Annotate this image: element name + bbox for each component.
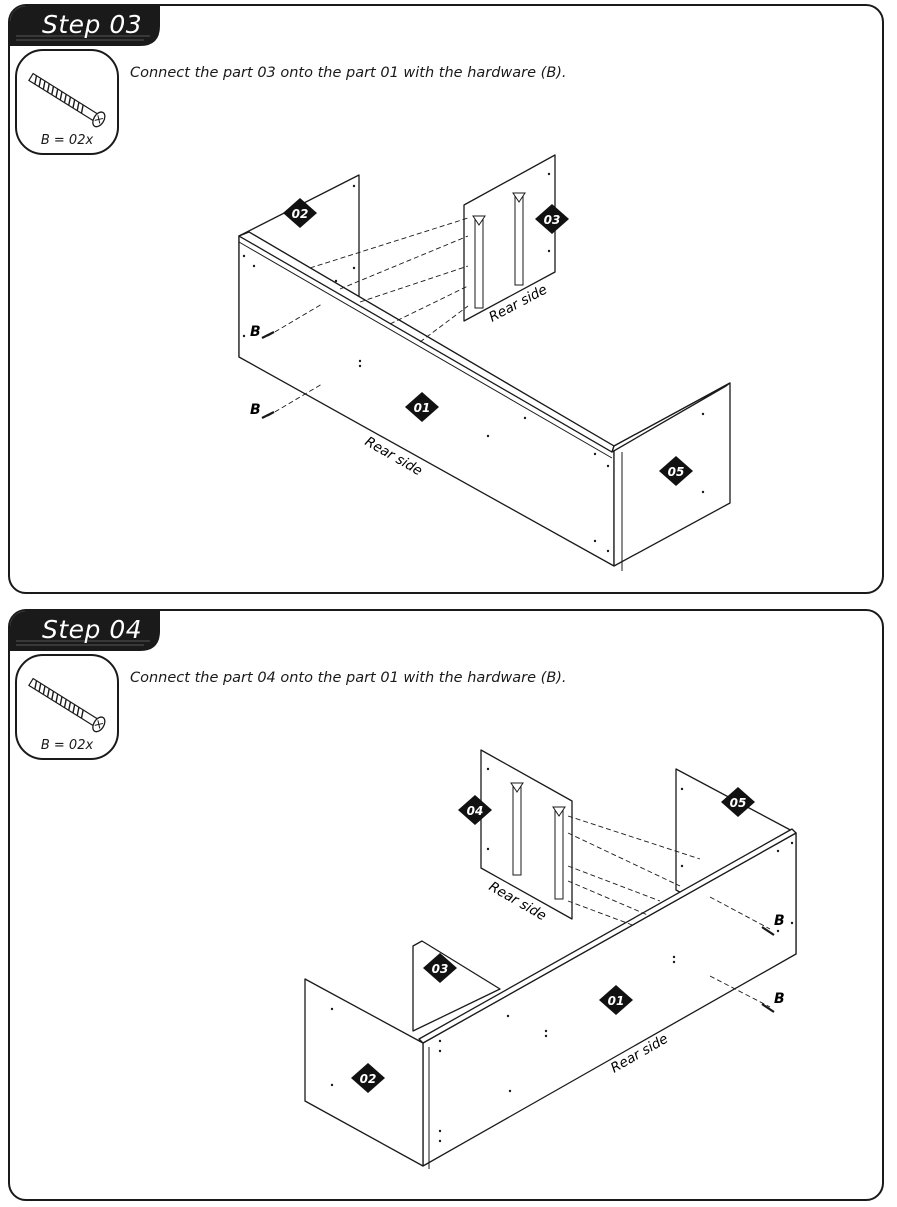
step-tab-background	[10, 6, 160, 46]
svg-text:01: 01	[608, 994, 625, 1008]
hardware-mark-b: B	[774, 991, 785, 1007]
assembly-diagram: B B 04 05 03 01 02 Rear side Rear side	[304, 749, 797, 1169]
step-title: Step 04	[42, 615, 143, 644]
step-04-panel: Step 04 B = 02x Connect the part 04 onto…	[8, 609, 884, 1201]
screw-icon	[28, 677, 106, 733]
step-tab-background	[10, 611, 160, 651]
svg-text:05: 05	[730, 796, 747, 810]
part-badge-02: 02	[351, 1063, 385, 1093]
hardware-mark-b: B	[250, 324, 261, 340]
hardware-mark-b: B	[250, 402, 261, 418]
step-03-panel: Step 03 B = 02x Connect the part 03 onto…	[8, 4, 884, 594]
part-badge-03: 03	[423, 953, 457, 983]
part-badge-01: 01	[405, 392, 439, 422]
hardware-mark-b: B	[774, 913, 785, 929]
step-instruction: Connect the part 04 onto the part 01 wit…	[130, 670, 567, 686]
part-badge-04: 04	[458, 795, 492, 825]
svg-text:03: 03	[432, 962, 449, 976]
hardware-box: B = 02x	[15, 49, 119, 155]
screw-icon	[28, 72, 106, 128]
hardware-box: B = 02x	[15, 654, 119, 760]
svg-text:04: 04	[467, 804, 484, 818]
step-instruction: Connect the part 03 onto the part 01 wit…	[130, 65, 567, 81]
part-badge-05: 05	[721, 787, 755, 817]
part-badge-02: 02	[283, 198, 317, 228]
svg-text:05: 05	[668, 465, 685, 479]
part-03-board	[463, 154, 556, 322]
part-badge-03: 03	[535, 204, 569, 234]
step-title: Step 03	[42, 10, 143, 39]
hardware-count-label: B = 02x	[40, 738, 94, 753]
svg-text:02: 02	[292, 207, 309, 221]
hardware-count-label: B = 02x	[40, 133, 94, 148]
part-badge-05: 05	[659, 456, 693, 486]
svg-text:02: 02	[360, 1072, 377, 1086]
part-badge-01: 01	[599, 985, 633, 1015]
assembly-diagram: B B 02 03 01 05 Rear side Rear side	[238, 154, 731, 571]
svg-text:03: 03	[544, 213, 561, 227]
part-04-board	[480, 749, 573, 920]
svg-text:01: 01	[414, 401, 431, 415]
